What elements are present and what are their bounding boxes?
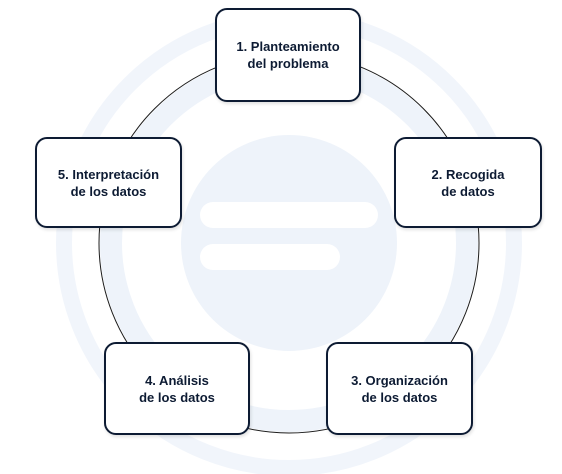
step-4-data-analysis: 4. Análisis de los datos <box>104 342 250 435</box>
step-5-data-interpretation: 5. Interpretación de los datos <box>35 137 182 228</box>
step-5-label: 5. Interpretación de los datos <box>57 166 160 199</box>
step-2-label: 2. Recogida de datos <box>431 166 505 199</box>
step-1-label: 1. Planteamiento del problema <box>236 39 340 71</box>
step-1-problem-statement: 1. Planteamiento del problema <box>215 8 361 102</box>
step-3-label: 3. Organización de los datos <box>351 372 448 405</box>
step-3-data-organization: 3. Organización de los datos <box>326 342 473 435</box>
step-2-data-collection: 2. Recogida de datos <box>394 137 542 228</box>
step-4-label: 4. Análisis de los datos <box>139 372 215 405</box>
